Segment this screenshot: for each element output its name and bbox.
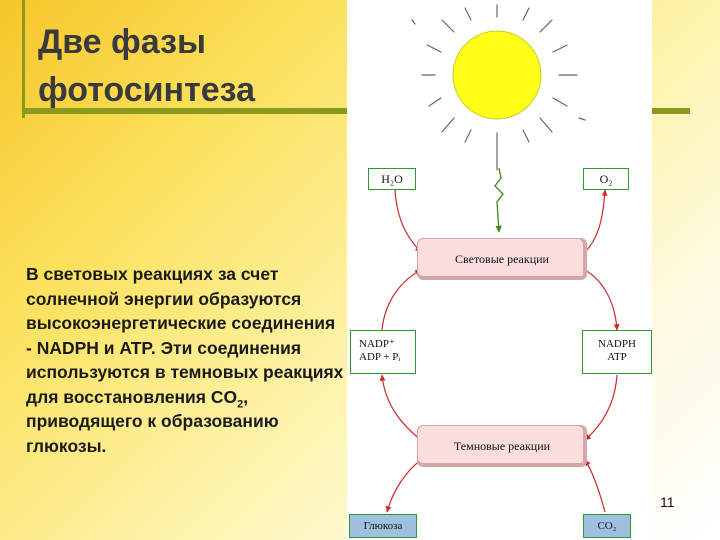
arrow-light-to-o2 [584,189,608,253]
atp-label: ATP [607,351,627,363]
light-beam [494,167,504,233]
dark-reactions-box: Темновые реакции [417,425,587,467]
light-reactions-label: Световые реакции [455,252,549,266]
accent-vertical-line [22,0,25,118]
nadph-atp-box: NADPH ATP [582,330,652,374]
diagram-graphics [379,4,620,513]
glucose-label: Глюкоза [363,520,403,532]
light-reactions-box: Световые реакции [417,238,587,280]
arrow-nadp-to-light [381,269,422,331]
o2-box: O₂ [583,168,629,190]
co2-subscript: 2 [237,398,244,410]
body-text-end: , приводящего к образованию глюкозы. [26,386,279,456]
sun-icon [452,30,542,120]
nadph-label: NADPH [598,338,636,350]
glucose-box: Глюкоза [349,514,417,538]
arrow-dark-to-glucose [385,459,422,513]
arrow-nadph-to-dark [584,374,618,441]
title-line-1: Две фазы [38,23,207,61]
body-paragraph: В световых реакциях за счет солнечной эн… [26,262,344,458]
page-number: 11 [660,494,675,510]
co2-label: CO₂ [597,520,617,532]
adp-label: ADP + Pᵢ [359,351,401,363]
arrow-co2-to-dark [584,459,606,513]
arrow-dark-to-nadp [379,374,422,441]
h2o-label: H₂O [381,172,403,186]
nadp-adp-box: NADP⁺ ADP + Pᵢ [350,330,416,374]
h2o-box: H₂O [368,168,416,190]
arrow-light-to-nadph [584,269,620,331]
nadp-label: NADP⁺ [359,338,395,350]
dark-reactions-label: Темновые реакции [453,439,551,453]
o2-label: O₂ [599,172,613,186]
body-text-main: В световых реакциях за счет солнечной эн… [26,264,344,407]
sun-rays [411,4,586,171]
title-line-2: фотосинтеза [38,71,256,109]
co2-box: CO₂ [583,514,631,538]
page-title: Две фазы фотосинтеза [38,18,338,114]
photosynthesis-diagram: H₂O O₂ Световые реакции NADP⁺ ADP + Pᵢ N… [347,0,652,540]
